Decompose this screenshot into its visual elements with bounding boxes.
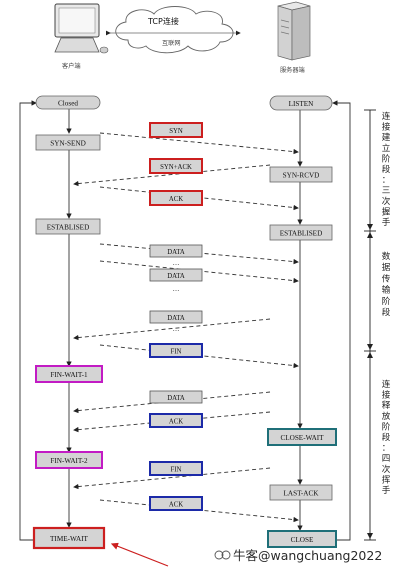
svg-text:CLOSE: CLOSE	[291, 536, 314, 544]
message-fin-server: FIN	[149, 461, 203, 476]
message-data-4: DATA	[149, 390, 203, 404]
phase-char: 接	[382, 121, 391, 133]
svg-text:DATA: DATA	[167, 273, 185, 280]
phase-char: 挥	[382, 473, 391, 485]
phase-char: 阶	[382, 295, 391, 307]
phase-char: 手	[382, 216, 391, 228]
svg-text:CLOSE-WAIT: CLOSE-WAIT	[280, 434, 324, 442]
svg-text:DATA: DATA	[167, 315, 185, 322]
server-state-listen: LISTEN	[269, 95, 333, 111]
message-ack-server: ACK	[149, 413, 203, 428]
svg-text:FIN: FIN	[171, 467, 182, 474]
cloud-icon	[106, 6, 241, 54]
link-title: TCP连接	[147, 16, 179, 26]
message-ack-handshake: ACK	[149, 190, 203, 206]
svg-text:ESTABLISED: ESTABLISED	[47, 224, 90, 232]
message-syn: SYN	[149, 122, 203, 138]
phase-char: 连	[382, 110, 391, 122]
client-state-time-wait: TIME-WAIT	[32, 526, 106, 550]
server-state-close: CLOSE	[267, 530, 337, 548]
watermark: 牛客@wangchuang2022	[214, 548, 382, 563]
message-ellipsis-1: ···	[173, 262, 180, 269]
svg-text:LISTEN: LISTEN	[289, 100, 315, 108]
phase-bracket	[364, 109, 376, 541]
client-loop-line	[19, 100, 37, 541]
svg-text:DATA: DATA	[167, 249, 185, 256]
message-data-3: DATA	[149, 310, 203, 324]
message-ack-client: ACK	[149, 496, 203, 511]
phase-char: 次	[382, 463, 391, 475]
client-label: 客户端	[62, 62, 81, 70]
svg-text:FIN-WAIT-2: FIN-WAIT-2	[50, 457, 88, 465]
phase-char: 段	[382, 163, 391, 175]
server-loop-line	[330, 100, 351, 541]
phase-char: 传	[382, 272, 391, 284]
message-data-1: DATA	[149, 244, 203, 258]
svg-text:LAST-ACK: LAST-ACK	[284, 490, 320, 498]
phase-char: 手	[382, 484, 391, 496]
client-computer-icon	[54, 3, 109, 54]
client-state-syn-send: SYN-SEND	[35, 134, 101, 151]
svg-text:SYN-SEND: SYN-SEND	[50, 140, 86, 148]
message-ellipsis-2: ···	[173, 288, 180, 295]
svg-text:FIN: FIN	[171, 349, 182, 356]
message-fin-client: FIN	[149, 343, 203, 358]
phase-char: 阶	[382, 152, 391, 164]
svg-text:ESTABLISED: ESTABLISED	[280, 230, 323, 238]
server-state-last-ack: LAST-ACK	[269, 484, 333, 501]
phase-char: 立	[382, 142, 391, 154]
phase-char: 接	[382, 389, 391, 401]
phase-char: 建	[382, 131, 391, 143]
message-syn-ack: SYN+ACK	[149, 158, 203, 174]
svg-text:FIN-WAIT-1: FIN-WAIT-1	[50, 371, 88, 379]
svg-text:SYN+ACK: SYN+ACK	[160, 164, 192, 171]
phase-char: 放	[382, 410, 391, 422]
phase-bracket-arrows	[367, 224, 373, 539]
message-ellipsis-3: ···	[173, 328, 180, 335]
svg-text:Closed: Closed	[58, 100, 78, 108]
client-state-fin-wait-1: FIN-WAIT-1	[35, 365, 103, 383]
time-wait-pointer-arrow	[110, 542, 169, 567]
phase-char: 数	[382, 250, 391, 262]
client-state-established: ESTABLISED	[35, 218, 101, 235]
server-state-syn-rcvd: SYN-RCVD	[269, 166, 333, 183]
svg-text:SYN-RCVD: SYN-RCVD	[283, 172, 320, 180]
link-subtitle: 互联网	[162, 39, 181, 47]
client-state-fin-wait-2: FIN-WAIT-2	[35, 451, 103, 469]
phase-char: ：	[382, 176, 391, 186]
phase-char: 据	[382, 261, 391, 273]
phase-char: 连	[382, 378, 391, 390]
watermark-text: 牛客@wangchuang2022	[233, 548, 382, 563]
phase-char: 握	[382, 205, 391, 217]
phase-char: 四	[382, 454, 391, 464]
svg-text:TIME-WAIT: TIME-WAIT	[50, 535, 89, 543]
server-label: 服务器端	[280, 66, 305, 74]
svg-text:DATA: DATA	[167, 395, 185, 402]
server-state-close-wait: CLOSE-WAIT	[267, 428, 337, 446]
svg-text:SYN: SYN	[169, 128, 183, 135]
server-icon	[277, 1, 311, 61]
phase-char: 段	[382, 306, 391, 318]
svg-text:ACK: ACK	[169, 419, 183, 426]
svg-text:ACK: ACK	[169, 502, 183, 509]
message-data-2: DATA	[149, 268, 203, 282]
phase-char: 阶	[382, 420, 391, 432]
phase-char: ：	[382, 444, 391, 454]
phase-char: 三	[382, 186, 391, 196]
phase-char: 输	[382, 284, 391, 296]
phase-char: 段	[382, 431, 391, 443]
phase-char: 次	[382, 195, 391, 207]
phase-char: 释	[382, 399, 391, 411]
client-state-closed: Closed	[35, 95, 101, 110]
svg-text:ACK: ACK	[169, 196, 183, 203]
server-state-established: ESTABLISED	[269, 224, 333, 241]
